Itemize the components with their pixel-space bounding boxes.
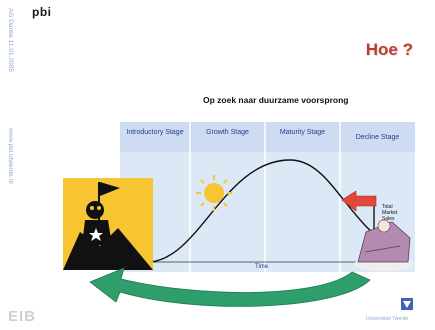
arrow-sign-icon <box>341 190 377 236</box>
university-text: Universiteit Twente <box>366 316 409 322</box>
sales-curve <box>149 159 396 263</box>
slide-subtitle: Op zoek naar duurzame voorsprong <box>203 95 349 105</box>
sun-icon <box>196 175 232 211</box>
stage-band-top <box>120 122 415 152</box>
return-arrow-icon <box>89 267 371 307</box>
stage-label-decline: Decline Stage <box>355 134 400 141</box>
university-logo-icon <box>400 297 414 311</box>
stage-label-growth: Growth Stage <box>206 129 249 136</box>
slide-title: Hoe ? <box>365 40 413 59</box>
eib-logo: EIB <box>8 308 37 325</box>
stage-label-introductory: Introductory Stage <box>126 129 184 136</box>
time-axis-label: Time <box>255 264 269 270</box>
sign-label: Total Market Sales <box>382 204 398 222</box>
mountain-climber-icon <box>63 178 153 270</box>
stage-label-maturity: Maturity Stage <box>279 129 326 136</box>
fallen-figure-icon <box>354 219 414 271</box>
pbi-logo: pbi <box>32 5 52 19</box>
